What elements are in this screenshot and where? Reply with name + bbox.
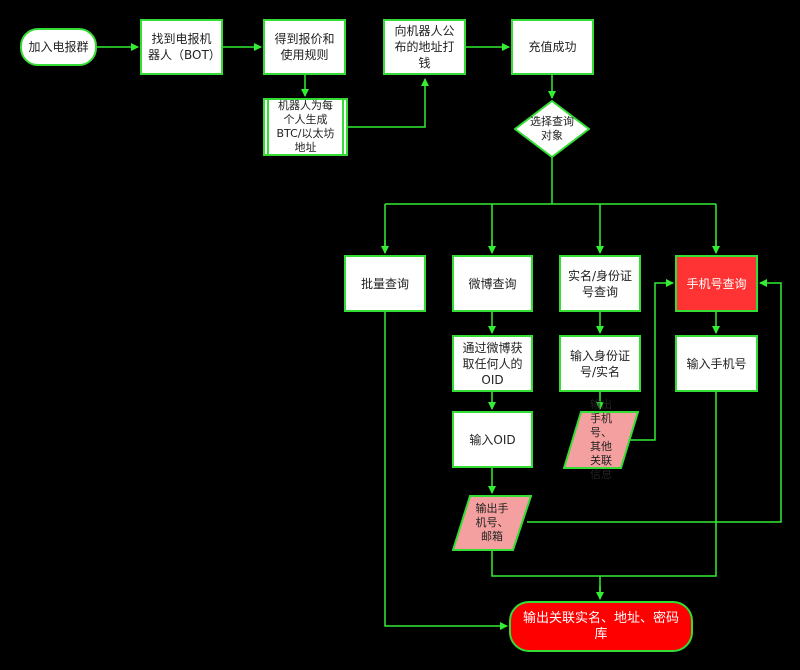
choose-target-decision: 选择查询对象 xyxy=(514,100,590,158)
input-oid-label: 输入OID xyxy=(469,432,516,447)
join-group-label: 加入电报群 xyxy=(28,40,89,54)
get-oid-label: 通过微博获取任何人的OID xyxy=(462,340,523,387)
weibo-query-label: 微博查询 xyxy=(468,276,517,291)
output-phone-other-label: 输出手机号、其他关联信息 xyxy=(590,398,612,481)
output-phone-email-node: 输出手机号、邮箱 xyxy=(452,495,532,551)
input-oid-node: 输入OID xyxy=(452,411,533,468)
pay-bot-node: 向机器人公布的地址打钱 xyxy=(383,19,466,75)
edge-address-pay xyxy=(346,78,429,128)
pay-bot-label: 向机器人公布的地址打钱 xyxy=(394,24,455,70)
get-quote-node: 得到报价和使用规则 xyxy=(263,19,346,75)
batch-query-node: 批量查询 xyxy=(344,255,426,312)
output-phone-other-node: 输出手机号、其他关联信息 xyxy=(563,398,639,481)
realname-query-label: 实名/身份证号查询 xyxy=(567,268,633,299)
recharge-success-node: 充值成功 xyxy=(511,19,594,75)
edge-choose-branches xyxy=(384,158,717,253)
edge-outputemail-phone xyxy=(527,279,782,523)
get-quote-label: 得到报价和使用规则 xyxy=(274,32,335,62)
decision-diamond-shape xyxy=(514,100,590,158)
input-phone-label: 输入手机号 xyxy=(686,356,747,371)
recharge-success-label: 充值成功 xyxy=(528,40,577,54)
output-final-label: 输出关联实名、地址、密码库 xyxy=(522,610,679,642)
find-bot-label: 找到电报机器人（BOT） xyxy=(148,32,221,62)
output-parallelogram-shape xyxy=(563,411,639,469)
phone-query-node: 手机号查询 xyxy=(675,255,758,312)
input-id-node: 输入身份证号/实名 xyxy=(559,335,641,392)
find-bot-node: 找到电报机器人（BOT） xyxy=(140,19,223,75)
output-parallelogram-shape xyxy=(452,495,532,551)
bot-address-node: 机器人为每个人生成BTC/以太坊地址 xyxy=(263,98,348,156)
choose-target-label: 选择查询对象 xyxy=(530,115,574,142)
input-phone-node: 输入手机号 xyxy=(675,335,758,392)
join-group-node: 加入电报群 xyxy=(20,28,97,66)
input-id-label: 输入身份证号/实名 xyxy=(569,348,630,379)
batch-query-label: 批量查询 xyxy=(360,276,409,291)
realname-query-node: 实名/身份证号查询 xyxy=(559,255,641,312)
weibo-query-node: 微博查询 xyxy=(452,255,533,312)
output-phone-email-label: 输出手机号、邮箱 xyxy=(475,502,509,543)
edge-batch-final xyxy=(384,312,508,630)
output-final-node: 输出关联实名、地址、密码库 xyxy=(509,601,693,652)
get-oid-node: 通过微博获取任何人的OID xyxy=(452,335,533,392)
bot-address-label: 机器人为每个人生成BTC/以太坊地址 xyxy=(276,99,335,154)
edge-outputother-phone xyxy=(623,279,674,441)
phone-query-label: 手机号查询 xyxy=(686,276,747,291)
